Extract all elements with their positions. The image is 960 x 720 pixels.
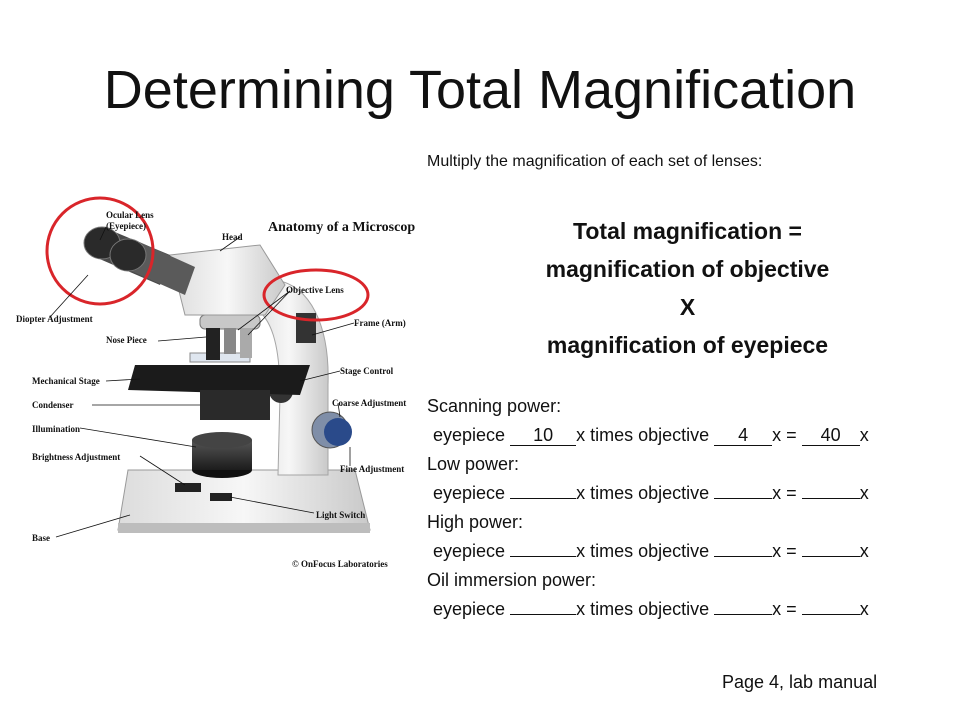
- suffix-x: x: [859, 599, 869, 619]
- row-label-high: High power:: [427, 512, 524, 532]
- label-brightness: Brightness Adjustment: [32, 452, 120, 462]
- label-nose-piece: Nose Piece: [106, 335, 147, 345]
- worksheet-line-high: eyepiece x times objective x = x: [427, 537, 952, 566]
- times-objective-text: x times objective: [576, 425, 710, 445]
- objective-blank[interactable]: [714, 614, 773, 615]
- eyepiece-blank[interactable]: [510, 614, 577, 615]
- objective-highlight-circle: [262, 268, 370, 322]
- row-label-oil: Oil immersion power:: [427, 570, 597, 590]
- label-illumination: Illumination: [32, 424, 80, 434]
- total-blank[interactable]: [801, 556, 860, 557]
- formula-block: Total magnification = magnification of o…: [440, 212, 935, 364]
- label-condenser: Condenser: [32, 400, 74, 410]
- eyepiece-blank[interactable]: 10: [510, 426, 577, 446]
- total-blank[interactable]: [801, 498, 860, 499]
- total-blank[interactable]: [801, 614, 860, 615]
- objective-blank[interactable]: [714, 498, 773, 499]
- label-objective-lens: Objective Lens: [286, 285, 344, 295]
- equals-text: x =: [772, 541, 797, 561]
- label-stage-control: Stage Control: [340, 366, 394, 376]
- microscope-head: [169, 244, 286, 316]
- row-label-low: Low power:: [427, 454, 520, 474]
- suffix-x: x: [859, 483, 869, 503]
- eyepiece-word: eyepiece: [433, 483, 506, 503]
- times-objective-text: x times objective: [576, 483, 710, 503]
- objective-blank[interactable]: 4: [714, 426, 773, 446]
- label-eyepiece: (Eyepiece): [106, 221, 146, 231]
- eyepiece-blank[interactable]: [510, 498, 577, 499]
- objective-blank[interactable]: [714, 556, 773, 557]
- intro-text: Multiply the magnification of each set o…: [427, 153, 763, 170]
- row-label-scanning: Scanning power:: [427, 396, 562, 416]
- label-base: Base: [32, 533, 50, 543]
- total-blank[interactable]: 40: [801, 426, 860, 446]
- suffix-x: x: [859, 425, 869, 445]
- formula-line-4: magnification of eyepiece: [546, 332, 829, 358]
- label-mechanical-stage: Mechanical Stage: [32, 376, 100, 386]
- worksheet-line-low: eyepiece x times objective x = x: [427, 479, 952, 508]
- eyepiece-word: eyepiece: [433, 425, 506, 445]
- ocular-highlight-circle: [45, 196, 155, 306]
- figure-copyright: © OnFocus Laboratories: [292, 559, 388, 569]
- label-frame: Frame (Arm): [354, 318, 406, 328]
- figure-title: Anatomy of a Microscope: [268, 220, 415, 235]
- equals-text: x =: [772, 599, 797, 619]
- eyepieces: [83, 226, 195, 295]
- formula-line-3: X: [679, 294, 696, 320]
- microscope-diagram: Anatomy of a Microscope: [16, 196, 415, 569]
- label-coarse: Coarse Adjustment: [332, 398, 406, 408]
- label-diopter: Diopter Adjustment: [16, 314, 93, 324]
- label-ocular-lens: Ocular Lens: [106, 210, 154, 220]
- eyepiece-blank[interactable]: [510, 556, 577, 557]
- microscope-stage: [128, 365, 310, 395]
- label-head: Head: [222, 232, 243, 242]
- formula-line-2: magnification of objective: [545, 256, 830, 282]
- slide-title: Determining Total Magnification: [103, 60, 857, 120]
- equals-text: x =: [772, 425, 797, 445]
- equals-text: x =: [772, 483, 797, 503]
- label-light-switch: Light Switch: [316, 510, 365, 520]
- worksheet-line-oil: eyepiece x times objective x = x: [427, 595, 952, 624]
- eyepiece-word: eyepiece: [433, 599, 506, 619]
- label-fine: Fine Adjustment: [340, 464, 404, 474]
- times-objective-text: x times objective: [576, 541, 710, 561]
- page-reference: Page 4, lab manual: [722, 672, 878, 692]
- times-objective-text: x times objective: [576, 599, 710, 619]
- suffix-x: x: [859, 541, 869, 561]
- eyepiece-word: eyepiece: [433, 541, 506, 561]
- formula-line-1: Total magnification =: [573, 218, 802, 244]
- coarse-knob: [324, 418, 352, 446]
